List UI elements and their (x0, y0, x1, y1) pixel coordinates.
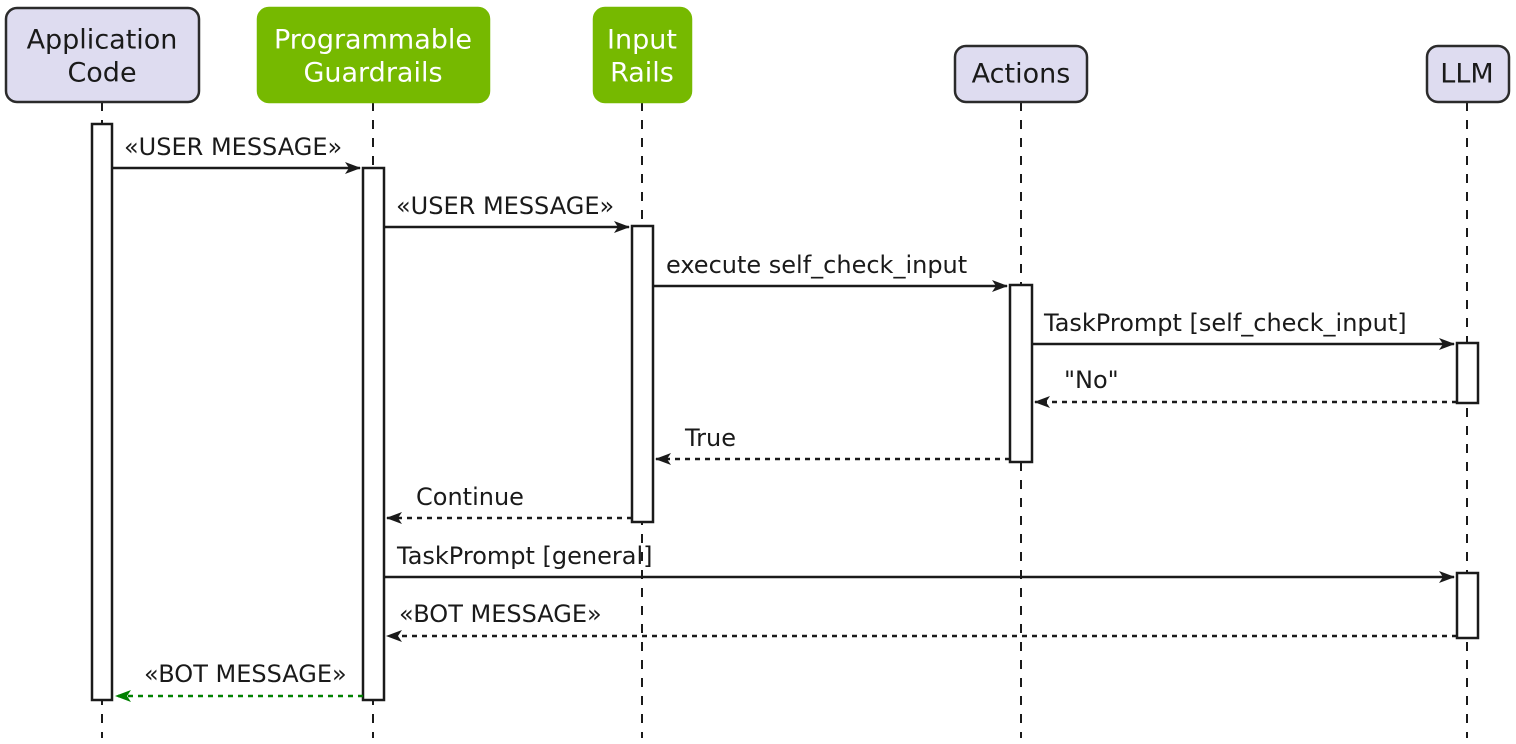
messages: «USER MESSAGE» «USER MESSAGE» execute se… (112, 133, 1457, 702)
message-user-message-app-to-guardrails: «USER MESSAGE» (112, 133, 361, 174)
participant-box[interactable] (592, 6, 693, 104)
activation-app (90, 122, 114, 702)
participants: Application Code Programmable Guardrails… (4, 6, 1511, 104)
message-no-response: "No" (1034, 366, 1457, 408)
message-user-message-guardrails-to-inputrails: «USER MESSAGE» (384, 192, 630, 233)
activation-guardrails (361, 166, 386, 702)
activation-llm-second (1455, 571, 1480, 640)
participant-box[interactable] (953, 44, 1089, 104)
message-true-response: True (655, 424, 1010, 465)
participant-box[interactable] (4, 6, 201, 104)
participant-application-code[interactable]: Application Code (4, 6, 201, 104)
message-label: «USER MESSAGE» (396, 192, 614, 220)
participant-box[interactable] (256, 6, 491, 104)
participant-llm[interactable]: LLM (1425, 44, 1511, 104)
participant-label-line-2: Rails (610, 58, 674, 89)
activation-bars (90, 122, 1480, 702)
message-taskprompt-general: TaskPrompt [general] (384, 542, 1455, 583)
participant-box[interactable] (1425, 44, 1511, 104)
message-label: «BOT MESSAGE» (144, 660, 347, 688)
message-label: "No" (1064, 366, 1119, 394)
message-execute-self-check-input: execute self_check_input (653, 251, 1008, 292)
message-label: True (684, 424, 736, 452)
participant-label-line-1: Actions (972, 59, 1071, 90)
message-continue-response: Continue (386, 483, 632, 524)
activation-llm-first (1455, 341, 1480, 405)
participant-label-line-1: Application (27, 25, 178, 56)
message-label: TaskPrompt [self_check_input] (1043, 309, 1407, 337)
participant-label-line-1: LLM (1440, 59, 1493, 90)
participant-actions[interactable]: Actions (953, 44, 1089, 104)
participant-input-rails[interactable]: Input Rails (592, 6, 693, 104)
message-label: TaskPrompt [general] (396, 542, 652, 570)
message-label: execute self_check_input (666, 251, 967, 279)
participant-programmable-guardrails[interactable]: Programmable Guardrails (256, 6, 491, 104)
message-bot-message-guardrails-to-app: «BOT MESSAGE» (115, 660, 363, 702)
lifelines (101, 102, 1468, 738)
message-label: Continue (416, 483, 524, 511)
message-bot-message-llm-to-guardrails: «BOT MESSAGE» (386, 600, 1457, 642)
participant-label-line-2: Guardrails (303, 58, 442, 89)
participant-label-line-1: Input (607, 25, 677, 56)
message-taskprompt-self-check-input: TaskPrompt [self_check_input] (1032, 309, 1455, 350)
activation-actions (1008, 283, 1034, 464)
message-label: «USER MESSAGE» (124, 133, 342, 161)
message-label: «BOT MESSAGE» (399, 600, 602, 628)
activation-inputrails (630, 224, 655, 524)
participant-label-line-2: Code (67, 58, 136, 89)
participant-label-line-1: Programmable (274, 25, 472, 56)
